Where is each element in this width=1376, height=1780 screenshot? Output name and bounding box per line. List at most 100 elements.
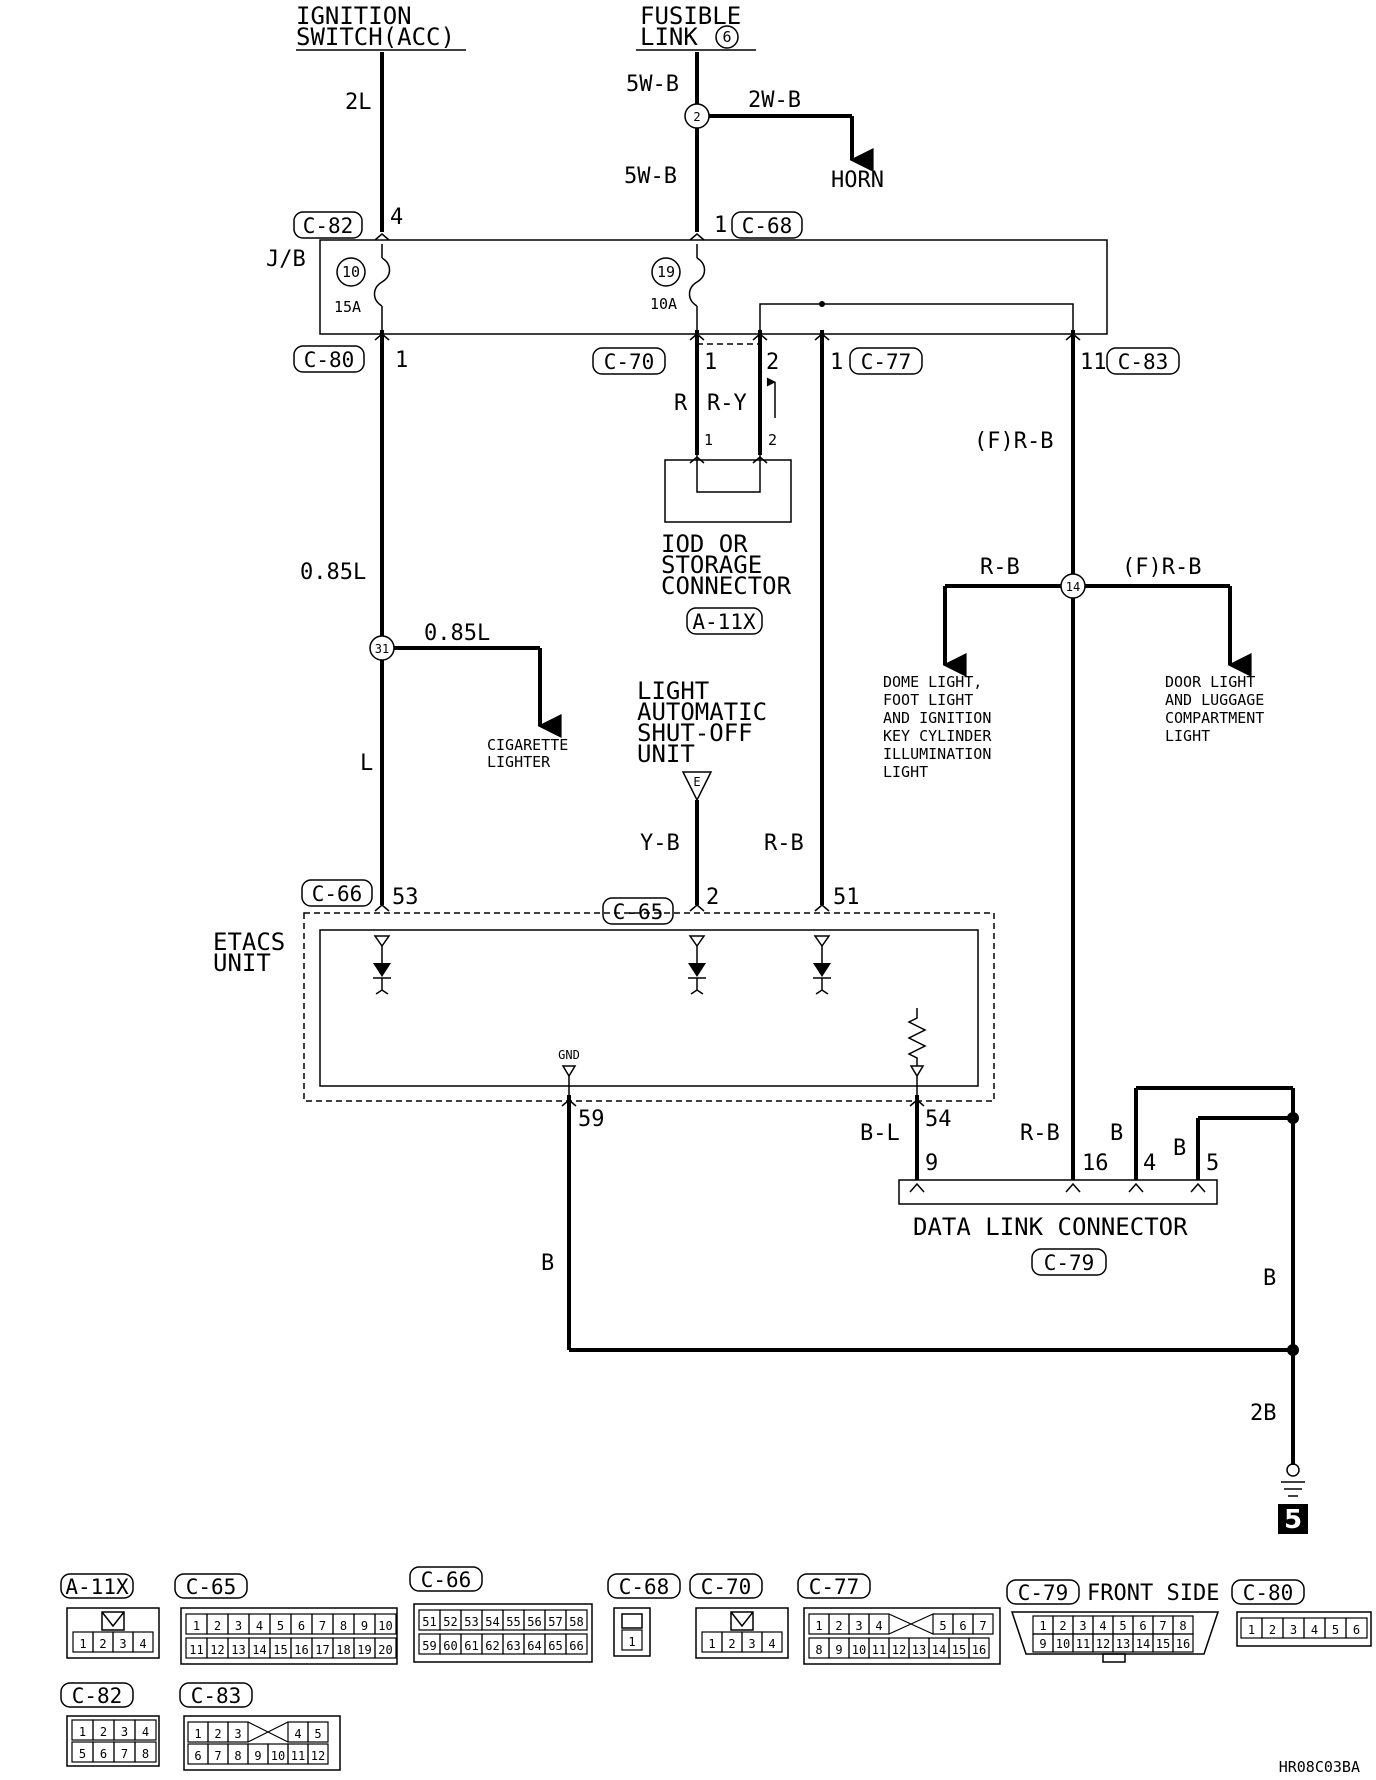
connector-pin-number: 54 (485, 1615, 499, 1629)
connector-pin-number: 2 (835, 1619, 842, 1633)
jb-terminals (374, 233, 1081, 345)
connector-pin-cell (972, 1613, 994, 1635)
connector-pin-number: 14 (932, 1643, 946, 1657)
wire-labels-middle: Y-B R-B (640, 831, 804, 856)
svg-text:A-11X: A-11X (692, 610, 756, 634)
svg-text:1: 1 (704, 431, 713, 449)
svg-text:AND IGNITION: AND IGNITION (883, 709, 991, 727)
svg-text:C-79: C-79 (1018, 1581, 1069, 1605)
svg-text:B: B (541, 1251, 554, 1276)
connector-pin-number: 9 (835, 1643, 842, 1657)
connector-view-c68: C-68 1 (607, 1573, 681, 1657)
connector-pin-cell (307, 1743, 329, 1765)
connector-pin-number: 6 (298, 1619, 305, 1633)
connector-pin-number: 8 (142, 1747, 149, 1761)
connector-pin-number: 1 (193, 1619, 200, 1633)
svg-text:C-77: C-77 (861, 350, 912, 374)
svg-text:C-65: C-65 (186, 1575, 237, 1599)
junction-block: J/B 10 15A 19 10A (266, 239, 1108, 335)
connector-pin-number: 3 (748, 1637, 755, 1651)
connector-pin-number: 12 (311, 1749, 325, 1763)
svg-text:LIGHT: LIGHT (883, 763, 928, 781)
svg-text:5W-B: 5W-B (626, 72, 679, 97)
svg-text:2B: 2B (1250, 1401, 1277, 1426)
connector-pin-cell (374, 1637, 397, 1659)
svg-text:4: 4 (1143, 1151, 1156, 1176)
connector-pin-number: 16 (1176, 1637, 1190, 1651)
connector-pin-number: 5 (277, 1619, 284, 1633)
connector-pin-number: 1 (815, 1619, 822, 1633)
svg-text:4: 4 (390, 205, 403, 230)
svg-text:14: 14 (1066, 580, 1080, 594)
connector-pin-number: 11 (1076, 1637, 1090, 1651)
iod-storage-connector: 1 2 IOD OR STORAGE CONNECTOR A-11X (661, 431, 792, 635)
svg-text:R-Y: R-Y (707, 391, 747, 416)
svg-text:5W-B: 5W-B (624, 164, 677, 189)
connector-pin-number: 57 (548, 1615, 562, 1629)
connector-pin-number: 2 (214, 1619, 221, 1633)
wires (380, 52, 1299, 1465)
connector-pin-number: 5 (314, 1727, 321, 1741)
svg-text:FUSIBLE: FUSIBLE (640, 2, 741, 30)
gnd-label: GND (558, 1048, 580, 1062)
connector-pin-cell (621, 1629, 643, 1651)
svg-text:STORAGE: STORAGE (661, 551, 762, 579)
svg-text:15A: 15A (334, 298, 361, 316)
jb-label: J/B (266, 247, 306, 272)
horn-label: HORN (831, 168, 884, 193)
svg-text:LIGHTER: LIGHTER (487, 753, 551, 771)
svg-text:C-70: C-70 (701, 1575, 752, 1599)
svg-text:UNIT: UNIT (637, 740, 695, 768)
connector-pin-cell (565, 1633, 588, 1655)
svg-text:10A: 10A (650, 295, 677, 313)
connector-pin-number: 13 (231, 1643, 245, 1657)
connector-pin-number: 10 (1056, 1637, 1070, 1651)
connector-pin-number: 7 (214, 1749, 221, 1763)
svg-text:C-83: C-83 (191, 1684, 242, 1708)
connector-pin-number: 8 (815, 1643, 822, 1657)
svg-text:R: R (674, 391, 688, 416)
connector-pin-number: 8 (340, 1619, 347, 1633)
svg-text:0.85L: 0.85L (424, 621, 490, 646)
connector-pin-number: 56 (527, 1615, 541, 1629)
svg-text:DOME LIGHT,: DOME LIGHT, (883, 673, 982, 691)
connector-pin-number: 1 (194, 1727, 201, 1741)
connector-pin-number: 16 (294, 1643, 308, 1657)
svg-text:1: 1 (704, 350, 717, 375)
connector-pin-number: 19 (357, 1643, 371, 1657)
connector-pin-number: 9 (254, 1749, 261, 1763)
svg-text:0.85L: 0.85L (300, 560, 366, 585)
svg-text:LIGHT: LIGHT (1165, 727, 1210, 745)
svg-text:(F)R-B: (F)R-B (1122, 555, 1201, 580)
connector-pin-number: 6 (100, 1747, 107, 1761)
svg-text:E: E (693, 775, 700, 789)
connector-pin-number: 4 (139, 1637, 146, 1651)
connector-pin-number: 11 (189, 1643, 203, 1657)
connector-pin-number: 4 (1311, 1623, 1318, 1637)
svg-text:LINK: LINK (640, 23, 698, 51)
connector-pin-number: 4 (875, 1619, 882, 1633)
svg-text:11: 11 (1080, 350, 1107, 375)
connector-pin-number: 8 (234, 1749, 241, 1763)
svg-text:B: B (1173, 1136, 1186, 1161)
door-light-label: DOOR LIGHT AND LUGGAGE COMPARTMENT LIGHT (1165, 673, 1264, 745)
connector-pin-cell (134, 1719, 157, 1741)
svg-text:C-66: C-66 (421, 1568, 472, 1592)
connector-pin-number: 4 (768, 1637, 775, 1651)
svg-text:C-80: C-80 (304, 348, 355, 372)
svg-text:FOOT LIGHT: FOOT LIGHT (883, 691, 973, 709)
svg-text:2W-B: 2W-B (748, 88, 801, 113)
connector-pin-cell (227, 1721, 249, 1743)
connector-pin-number: 7 (121, 1747, 128, 1761)
connector-pin-number: 17 (315, 1643, 329, 1657)
connector-pin-number: 9 (1039, 1637, 1046, 1651)
connector-pin-number: 2 (728, 1637, 735, 1651)
svg-text:C-82: C-82 (303, 214, 354, 238)
